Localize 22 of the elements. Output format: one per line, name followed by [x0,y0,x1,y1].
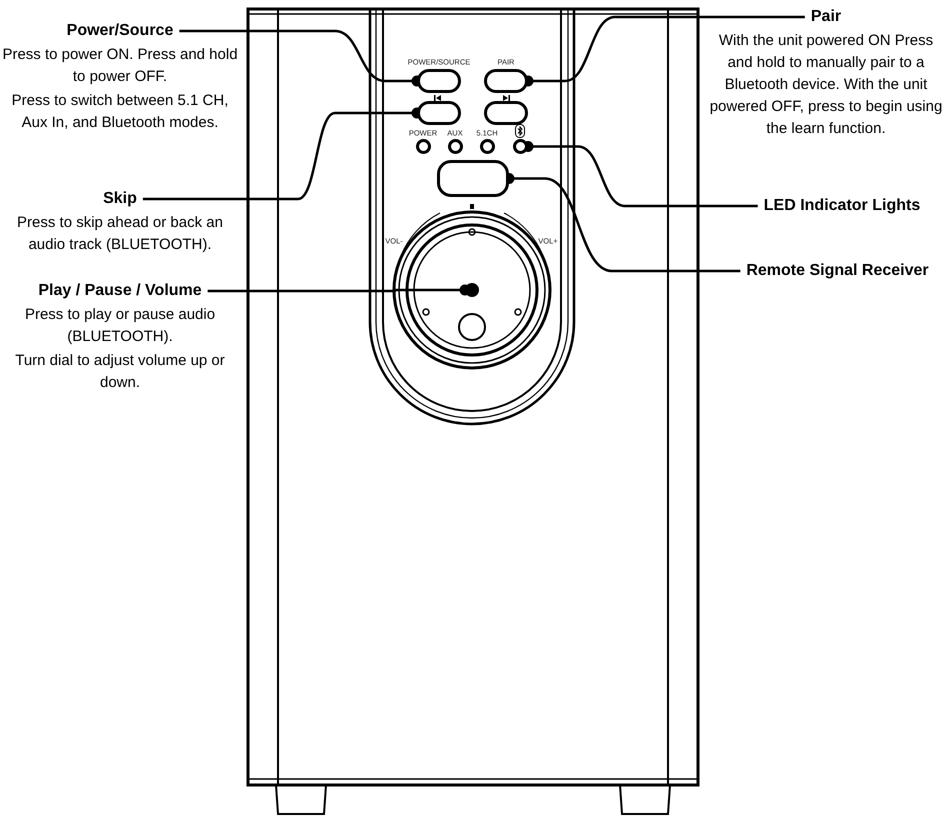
callout-heading: Play / Pause / Volume [38,281,202,301]
callout-description: Press to switch between 5.1 CH, Aux In, and Bluetooth modes. [10,91,230,133]
remote-receiver-window [437,160,509,197]
callout-description: Press to power ON. Press and hold to power OFF. [1,45,239,87]
callout-heading: LED Indicator Lights [764,196,920,216]
callout-heading: Pair [810,7,842,27]
indicator-light [416,139,431,154]
callout-description: Press to play or pause audio (BLUETOOTH). [24,305,216,347]
indicator-light [448,139,463,154]
power-source-button [417,69,461,93]
skip-forward-button [484,101,528,125]
indicator-light [513,139,528,154]
callout-heading: Skip [103,189,137,209]
callout-description: Turn dial to adjust volume up or down. [14,351,226,393]
callout-heading: Remote Signal Receiver [746,261,929,281]
callout-heading: Power/Source [66,21,174,41]
indicator-light [480,139,495,154]
dial-center-knob [465,283,479,297]
callout-description: With the unit powered ON Press and hold to manually pair to a Bluetooth device. With the unit powered OFF, press to begin using the learn function. [708,31,944,139]
pair-button [484,69,528,93]
skip-back-button [417,101,461,125]
callout-description: Press to skip ahead or back an audio track (BLUETOOTH). [16,213,224,255]
